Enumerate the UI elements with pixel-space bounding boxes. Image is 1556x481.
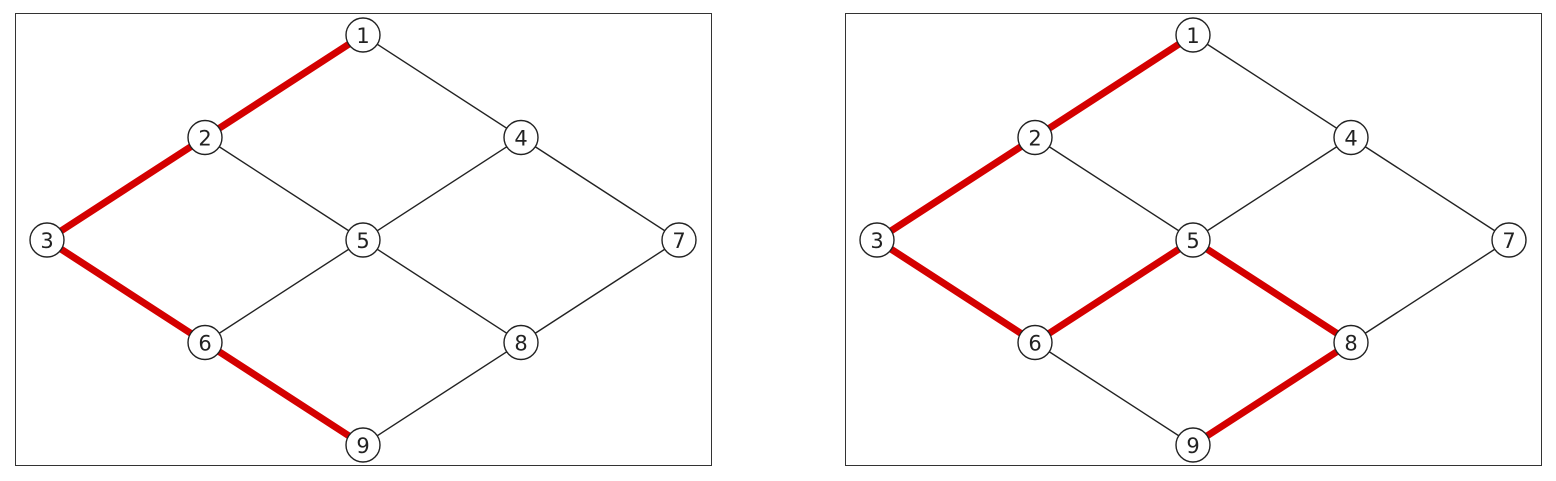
node-9: 9 — [1175, 427, 1211, 463]
node-label: 3 — [40, 229, 53, 253]
highlighted-edge-1-2 — [203, 32, 365, 141]
node-5: 5 — [345, 222, 381, 258]
node-label: 3 — [870, 229, 883, 253]
node-circle — [187, 119, 223, 156]
edge-4-5 — [362, 136, 522, 241]
node-3: 3 — [859, 222, 895, 258]
edge-4-5 — [1192, 136, 1352, 241]
node-7: 7 — [1491, 222, 1527, 258]
node-label: 8 — [514, 332, 527, 356]
node-1: 1 — [1175, 17, 1211, 53]
graph-canvas-right: 1 2 3 4 5 6 7 8 9 — [859, 17, 1527, 463]
node-label: 4 — [1344, 127, 1357, 151]
edge-6-9 — [1034, 341, 1194, 446]
node-7: 7 — [661, 222, 697, 258]
node-label: 4 — [514, 127, 527, 151]
node-2: 2 — [187, 119, 223, 156]
node-label: 1 — [1186, 24, 1199, 48]
node-label: 8 — [1344, 332, 1357, 356]
edge-1-4 — [362, 34, 522, 139]
highlighted-edge-5-6 — [1033, 237, 1195, 346]
highlighted-edge-3-6 — [875, 237, 1037, 346]
node-circle — [1017, 119, 1053, 156]
edge-8-9 — [362, 341, 522, 446]
nodes-group: 1 2 3 4 5 6 7 8 9 — [859, 17, 1527, 463]
node-label: 5 — [1186, 229, 1199, 253]
node-circle — [1175, 17, 1211, 53]
node-label: 7 — [1502, 229, 1515, 253]
node-6: 6 — [187, 324, 223, 361]
highlighted-edge-6-9 — [203, 339, 365, 448]
node-label: 7 — [672, 229, 685, 253]
node-8: 8 — [1333, 324, 1369, 361]
graph-panel-left: 1 2 3 4 5 6 7 8 9 — [15, 13, 712, 466]
node-circle — [859, 222, 895, 258]
node-label: 2 — [198, 127, 211, 151]
node-circle — [345, 222, 381, 258]
highlighted-edge-5-8 — [1191, 237, 1353, 346]
node-circle — [1175, 222, 1211, 258]
node-circle — [29, 222, 65, 258]
graph-canvas-left: 1 2 3 4 5 6 7 8 9 — [29, 17, 697, 463]
node-circle — [345, 17, 381, 53]
node-3: 3 — [29, 222, 65, 258]
node-circle — [1017, 324, 1053, 361]
edges-group — [875, 32, 1510, 448]
node-5: 5 — [1175, 222, 1211, 258]
node-1: 1 — [345, 17, 381, 53]
node-circle — [345, 427, 381, 463]
highlighted-edge-2-3 — [45, 134, 207, 243]
node-6: 6 — [1017, 324, 1053, 361]
edge-4-7 — [1350, 136, 1510, 241]
node-circle — [187, 324, 223, 361]
node-label: 9 — [356, 434, 369, 458]
nodes-group: 1 2 3 4 5 6 7 8 9 — [29, 17, 697, 463]
node-label: 9 — [1186, 434, 1199, 458]
edge-5-8 — [362, 239, 522, 344]
node-4: 4 — [1333, 119, 1369, 156]
edges-group — [45, 32, 680, 448]
node-circle — [1333, 119, 1369, 156]
highlighted-edge-3-6 — [45, 237, 207, 346]
node-label: 1 — [356, 24, 369, 48]
edge-7-8 — [1350, 239, 1510, 344]
node-label: 2 — [1028, 127, 1041, 151]
node-circle — [661, 222, 697, 258]
node-9: 9 — [345, 427, 381, 463]
node-circle — [1333, 324, 1369, 361]
node-circle — [1175, 427, 1211, 463]
edge-1-4 — [1192, 34, 1352, 139]
edge-2-5 — [1034, 136, 1194, 241]
graph-panel-right: 1 2 3 4 5 6 7 8 9 — [845, 13, 1542, 466]
node-2: 2 — [1017, 119, 1053, 156]
highlighted-edge-1-2 — [1033, 32, 1195, 141]
node-8: 8 — [503, 324, 539, 361]
edge-4-7 — [520, 136, 680, 241]
node-label: 6 — [198, 332, 211, 356]
node-circle — [503, 324, 539, 361]
edge-2-5 — [204, 136, 364, 241]
node-label: 5 — [356, 229, 369, 253]
node-circle — [503, 119, 539, 156]
node-label: 6 — [1028, 332, 1041, 356]
highlighted-edge-8-9 — [1191, 339, 1353, 448]
highlighted-edge-2-3 — [875, 134, 1037, 243]
node-4: 4 — [503, 119, 539, 156]
node-circle — [1491, 222, 1527, 258]
edge-7-8 — [520, 239, 680, 344]
edge-5-6 — [204, 239, 364, 344]
